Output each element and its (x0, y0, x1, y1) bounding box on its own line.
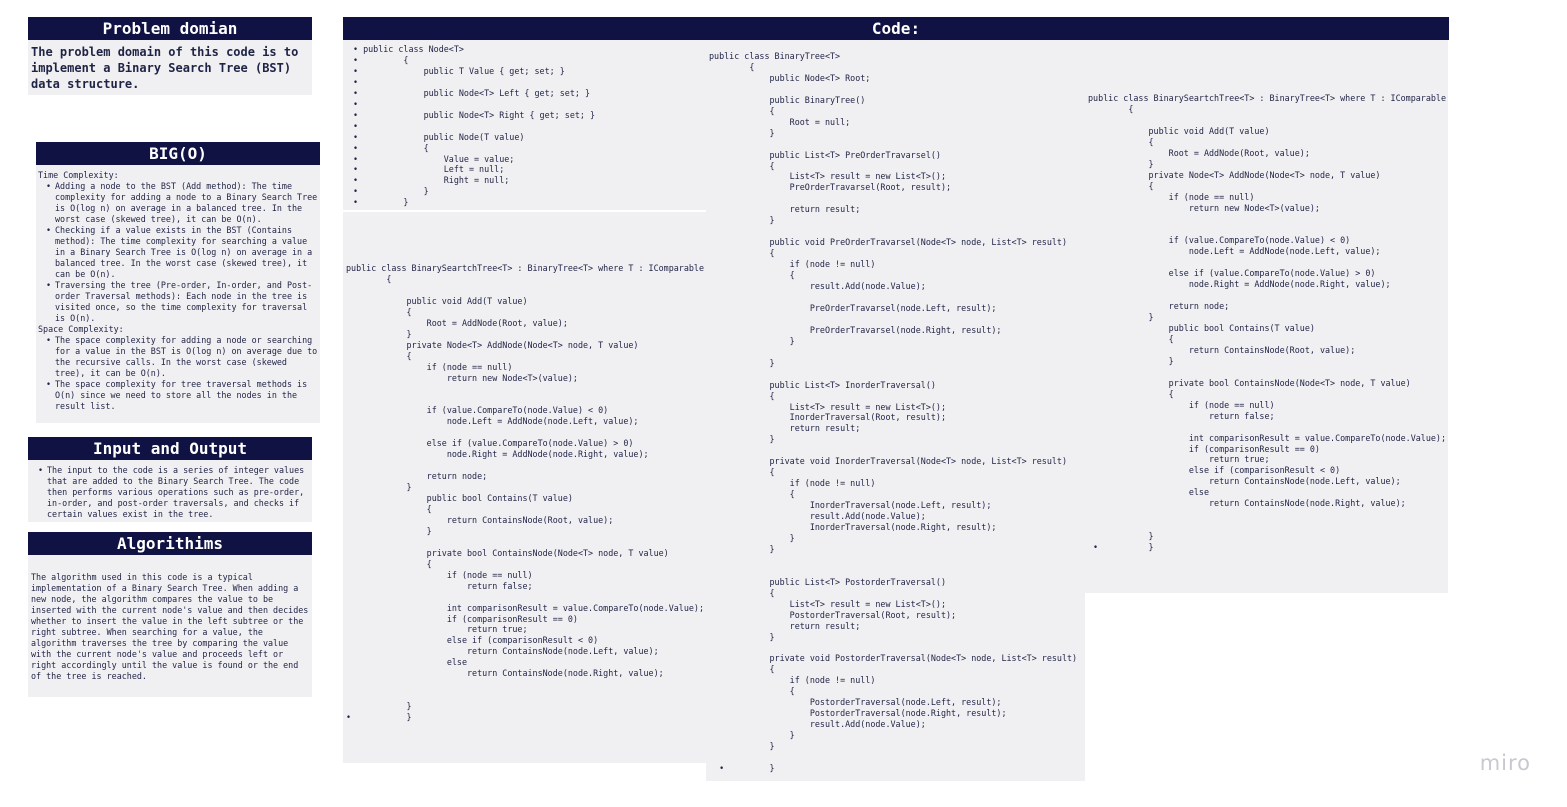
node-class-code: • public class Node<T> • { • public T Va… (353, 44, 596, 208)
input-output-card[interactable]: The input to the code is a series of int… (28, 460, 312, 522)
space-complexity-item: The space complexity for adding a node o… (38, 335, 318, 379)
miro-logo: miro (1479, 751, 1531, 775)
input-output-header[interactable]: Input and Output (28, 437, 312, 460)
problem-domain-card[interactable]: The problem domain of this code is to im… (28, 40, 312, 95)
binary-tree-class-card[interactable]: public class BinaryTree<T> { public Node… (706, 40, 1085, 781)
big-o-text: Time Complexity: Adding a node to the BS… (38, 170, 318, 412)
big-o-header[interactable]: BIG(O) (36, 142, 320, 165)
bst-class-code-left: public class BinarySeartchTree<T> : Bina… (346, 263, 704, 723)
input-output-text: The input to the code is a series of int… (30, 465, 308, 520)
bst-class-card-left[interactable]: public class BinarySeartchTree<T> : Bina… (343, 212, 706, 763)
input-output-title: Input and Output (92, 439, 248, 458)
space-complexity-list: The space complexity for adding a node o… (38, 335, 318, 412)
bst-class-code-right: public class BinarySeartchTree<T> : Bina… (1088, 93, 1446, 553)
time-complexity-item: Traversing the tree (Pre-order, In-order… (38, 280, 318, 324)
input-output-item: The input to the code is a series of int… (30, 465, 308, 520)
time-complexity-item: Checking if a value exists in the BST (C… (38, 225, 318, 280)
node-class-card[interactable]: • public class Node<T> • { • public T Va… (343, 40, 706, 210)
space-complexity-item: The space complexity for tree traversal … (38, 379, 318, 412)
algorithms-title: Algorithims (117, 534, 223, 553)
problem-domain-text: The problem domain of this code is to im… (31, 45, 306, 91)
space-complexity-heading: Space Complexity: (38, 324, 124, 334)
time-complexity-heading: Time Complexity: (38, 170, 119, 180)
code-header[interactable]: Code: (343, 17, 1449, 40)
algorithms-card[interactable]: The algorithm used in this code is a typ… (28, 555, 312, 697)
algorithms-header[interactable]: Algorithims (28, 532, 312, 555)
time-complexity-list: Adding a node to the BST (Add method): T… (38, 181, 318, 324)
big-o-card[interactable]: Time Complexity: Adding a node to the BS… (36, 165, 320, 423)
time-complexity-item: Adding a node to the BST (Add method): T… (38, 181, 318, 225)
big-o-title: BIG(O) (149, 144, 207, 163)
binary-tree-class-code: public class BinaryTree<T> { public Node… (709, 51, 1078, 773)
problem-domain-header[interactable]: Problem domian (28, 17, 312, 40)
code-title: Code: (871, 19, 921, 38)
bst-class-card-right[interactable]: public class BinarySeartchTree<T> : Bina… (1085, 40, 1448, 593)
problem-domain-title: Problem domian (102, 19, 238, 38)
algorithms-text: The algorithm used in this code is a typ… (31, 572, 309, 681)
